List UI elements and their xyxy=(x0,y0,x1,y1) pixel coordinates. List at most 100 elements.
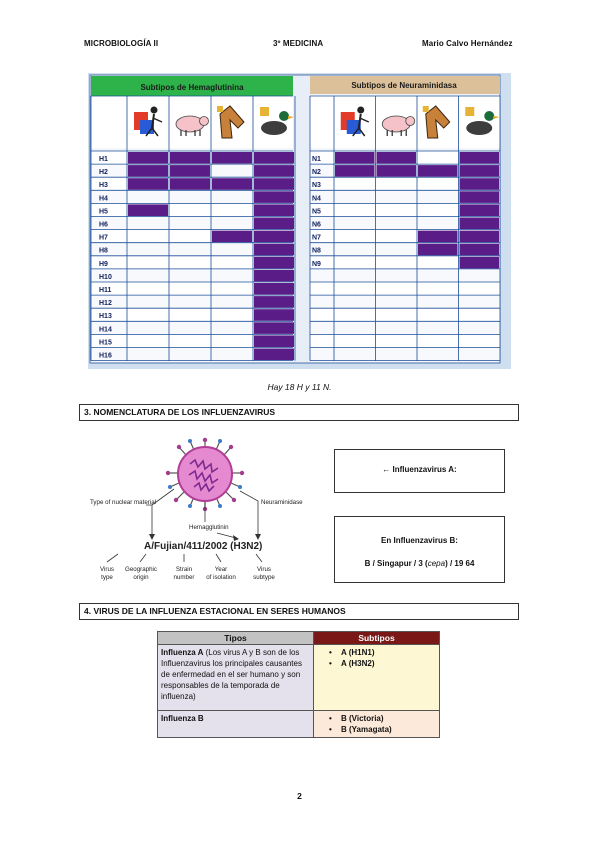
influenzavirus-b-box: En Influenzavirus B: B / Singapur / 3 (c… xyxy=(334,516,505,583)
h-subtype-host-cell xyxy=(254,348,294,361)
caption: Hay 18 H y 11 N. xyxy=(267,382,332,392)
col-tipos: Tipos xyxy=(157,631,314,645)
n-subtype-host-cell xyxy=(418,165,458,177)
h-row-label: H4 xyxy=(99,195,108,202)
h-row-label: H5 xyxy=(99,208,108,215)
influenza-virus-icon xyxy=(165,437,245,512)
pig-icon xyxy=(175,115,209,136)
influenzavirus-b-example: B / Singapur / 3 (cepa) / 19 64 xyxy=(364,559,475,568)
n-row-label: N2 xyxy=(312,169,321,176)
h-row-label: H7 xyxy=(99,235,108,242)
n-row-label: N6 xyxy=(312,222,321,229)
neuraminidase-title-bar xyxy=(310,76,500,94)
subtypes-table-photo: Subtipos de Hemaglutinina Subtipos de Ne… xyxy=(88,73,511,369)
h-subtype-host-cell xyxy=(128,204,168,216)
hemagglutinin-title-bar xyxy=(91,76,293,96)
svg-text:Type of nuclear material: Type of nuclear material xyxy=(90,499,156,506)
n-row-label: N8 xyxy=(312,248,321,255)
h-subtype-host-cell xyxy=(254,217,294,230)
n-subtype-host-cell xyxy=(376,165,416,177)
h-subtype-host-cell xyxy=(212,230,252,243)
n-row-label: N4 xyxy=(312,195,321,202)
n-subtype-host-cell xyxy=(459,230,499,243)
h-subtype-host-cell xyxy=(254,283,294,295)
h-subtype-host-cell xyxy=(254,152,294,164)
n-subtype-host-cell xyxy=(335,165,375,177)
h-subtype-host-cell xyxy=(254,269,294,282)
h-subtype-host-cell xyxy=(128,165,168,177)
h-row-label: H2 xyxy=(99,169,108,176)
header-degree: 3º MEDICINA xyxy=(273,39,324,48)
n-subtype-host-cell xyxy=(459,191,499,203)
h-subtype-host-cell xyxy=(170,178,210,190)
header-author: Mario Calvo Hernández xyxy=(422,39,513,48)
h-row-label: H11 xyxy=(99,287,112,294)
row-influenza-a-tipo: Influenza A (Los virus A y B son de los … xyxy=(157,644,314,711)
horse-icon xyxy=(422,105,451,139)
influenzavirus-a-box: ← Influenzavirus A: xyxy=(334,449,505,493)
h-subtype-host-cell xyxy=(254,296,294,308)
h-subtype-host-cell xyxy=(128,178,168,190)
n-subtype-host-cell xyxy=(459,165,499,177)
n-subtype-host-cell xyxy=(376,152,416,164)
h-row-label: H6 xyxy=(99,222,108,229)
h-row-label: H16 xyxy=(99,353,112,360)
h-subtype-host-cell xyxy=(170,165,210,177)
strain-name: A/Fujian/411/2002 (H3N2) xyxy=(144,541,262,552)
h-row-label: H1 xyxy=(99,156,108,163)
h-row-label: H15 xyxy=(99,339,112,346)
h-subtype-host-cell xyxy=(254,309,294,321)
section-4-title: 4. VIRUS DE LA INFLUENZA ESTACIONAL EN S… xyxy=(79,603,519,620)
subtype-item: A (H3N2) xyxy=(317,658,436,669)
hemagglutinin-title: Subtipos de Hemaglutinina xyxy=(140,83,244,92)
h-row-label: H9 xyxy=(99,261,108,268)
subtype-item: B (Victoria) xyxy=(317,713,436,724)
label-nuclear-material: Type of nuclear material xyxy=(90,499,156,506)
h-row-label: H12 xyxy=(99,300,112,307)
n-subtype-host-cell xyxy=(459,152,499,164)
row-influenza-a-subtipos: A (H1N1) A (H3N2) xyxy=(313,644,440,711)
n-row-label: N3 xyxy=(312,182,321,189)
n-subtype-host-cell xyxy=(459,256,499,269)
n-subtype-host-cell xyxy=(459,204,499,216)
h-subtype-host-cell xyxy=(212,152,252,164)
h-subtype-host-cell xyxy=(254,335,294,347)
subtype-item: A (H1N1) xyxy=(317,647,436,658)
header-course: MICROBIOLOGÍA II xyxy=(84,39,159,48)
row-influenza-b-subtipos: B (Victoria) B (Yamagata) xyxy=(313,710,440,738)
h-subtype-host-cell xyxy=(212,178,252,190)
h-subtype-host-cell xyxy=(254,256,294,269)
n-row-label: N5 xyxy=(312,208,321,215)
n-subtype-host-cell xyxy=(335,152,375,164)
col-subtipos: Subtipos xyxy=(313,631,440,645)
h-row-label: H3 xyxy=(99,182,108,189)
h-subtype-host-cell xyxy=(254,178,294,190)
pig-icon xyxy=(381,115,416,136)
h-subtype-host-cell xyxy=(254,230,294,243)
neuraminidase-title: Subtipos de Neuraminidasa xyxy=(351,81,457,90)
human-icon xyxy=(134,106,163,137)
h-row-label: H14 xyxy=(99,326,112,333)
n-subtype-host-cell xyxy=(418,243,458,256)
h-subtype-host-cell xyxy=(254,191,294,203)
bird-icon xyxy=(260,107,294,135)
row-influenza-b-tipo: Influenza B xyxy=(157,710,314,738)
n-row-label: N7 xyxy=(312,235,321,242)
n-row-label: N9 xyxy=(312,261,321,268)
label-hemagglutinin: Hemagglutinin xyxy=(189,524,229,531)
h-subtype-host-cell xyxy=(254,165,294,177)
seasonal-flu-table: Tipos Subtipos Influenza A (Los virus A … xyxy=(157,631,440,738)
bird-icon xyxy=(465,107,500,135)
subtype-item: B (Yamagata) xyxy=(317,724,436,735)
influenzavirus-b-title: En Influenzavirus B: xyxy=(381,536,458,545)
virus-nomenclature-diagram: Type of nuclear material Neuraminidase H… xyxy=(86,437,316,587)
influenzavirus-a-label: ← Influenzavirus A: xyxy=(382,465,457,474)
h-row-label: H13 xyxy=(99,313,112,320)
n-subtype-host-cell xyxy=(459,178,499,190)
n-subtype-host-cell xyxy=(418,230,458,243)
h-subtype-host-cell xyxy=(128,152,168,164)
